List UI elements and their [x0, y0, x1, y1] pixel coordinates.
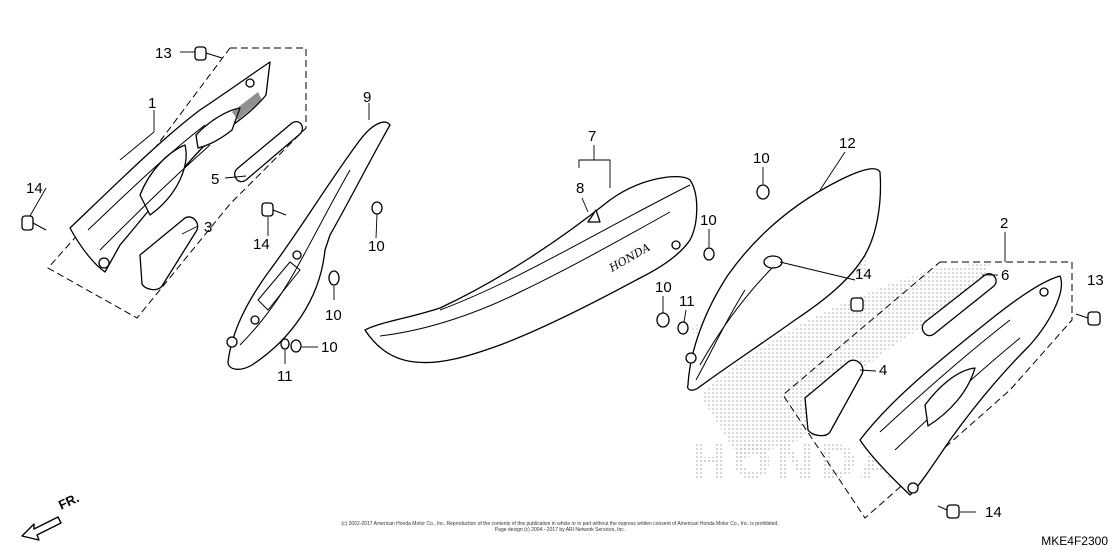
part-7-seat[interactable]: HONDA [364, 175, 698, 364]
callout-12: 12 [839, 135, 856, 152]
grommet-10-c[interactable] [290, 339, 302, 353]
callout-13-right: 13 [1087, 272, 1104, 289]
callout-10-a: 10 [368, 238, 385, 255]
copyright-line-2: Page design (c) 2004 - 2017 by ARI Netwo… [494, 527, 626, 533]
callout-11-b: 11 [679, 293, 695, 310]
bolt-13-right[interactable] [1075, 311, 1101, 326]
part-5-left-pad[interactable] [234, 121, 304, 183]
right-assembly-boundary [782, 261, 1073, 519]
bolt-13-left[interactable] [194, 46, 223, 61]
callout-3: 3 [204, 219, 212, 236]
part-4-right-inner-piece[interactable] [804, 359, 864, 437]
grommet-10-b[interactable] [328, 270, 340, 286]
callout-11-a: 11 [277, 368, 293, 385]
callout-10-d: 10 [700, 212, 717, 229]
callout-13-left: 13 [155, 45, 172, 62]
callout-8: 8 [576, 180, 584, 197]
callout-10-e: 10 [753, 150, 770, 167]
part-9-left-side-panel[interactable] [226, 121, 391, 370]
bolt-14-right-cover[interactable] [937, 504, 960, 519]
callout-10-b: 10 [325, 307, 342, 324]
callout-14-panel: 14 [253, 236, 270, 253]
callout-4: 4 [879, 362, 887, 379]
bolt-14-right-panel[interactable] [850, 297, 864, 312]
grommet-10-e[interactable] [756, 184, 770, 200]
part-2-right-side-cover[interactable] [859, 275, 1062, 496]
part-1-left-side-cover[interactable] [69, 61, 271, 273]
grommet-10-a[interactable] [371, 201, 383, 215]
callout-14-left: 14 [26, 180, 43, 197]
part-6-right-pad[interactable] [921, 273, 997, 337]
grommet-10-f[interactable] [656, 312, 670, 328]
callout-14-right-cover: 14 [985, 504, 1002, 521]
bolt-14-left[interactable] [21, 215, 47, 231]
copyright-notice: (c) 2002-2017 American Honda Motor Co., … [300, 521, 820, 533]
left-assembly-boundary [47, 47, 307, 319]
washer-11-a[interactable] [280, 338, 290, 350]
callout-9: 9 [363, 89, 371, 106]
part-3-left-inner-piece[interactable] [139, 216, 199, 291]
callout-10-c: 10 [321, 339, 338, 356]
bolt-14-panel[interactable] [261, 202, 287, 217]
figure-code: MKE4F2300 [1041, 534, 1108, 548]
part-12-right-side-panel[interactable] [685, 168, 882, 391]
washer-11-b[interactable] [677, 321, 689, 335]
callouts: 1 13 14 5 3 9 14 10 10 10 11 7 8 10 10 1… [26, 45, 1104, 521]
grommets [280, 184, 770, 353]
callout-14-right-panel: 14 [855, 266, 872, 283]
watermark-text: HONDA [690, 435, 900, 489]
callout-5: 5 [211, 171, 219, 188]
front-direction-arrow-icon [21, 516, 62, 541]
copyright-line-1: (c) 2002-2017 American Honda Motor Co., … [341, 521, 779, 527]
callout-10-f: 10 [655, 279, 672, 296]
callout-1: 1 [148, 95, 156, 112]
callout-7: 7 [588, 128, 596, 145]
leader-lines [29, 51, 1006, 513]
grommet-10-d[interactable] [703, 247, 715, 261]
callout-6: 6 [1001, 267, 1009, 284]
callout-2: 2 [1000, 215, 1008, 232]
